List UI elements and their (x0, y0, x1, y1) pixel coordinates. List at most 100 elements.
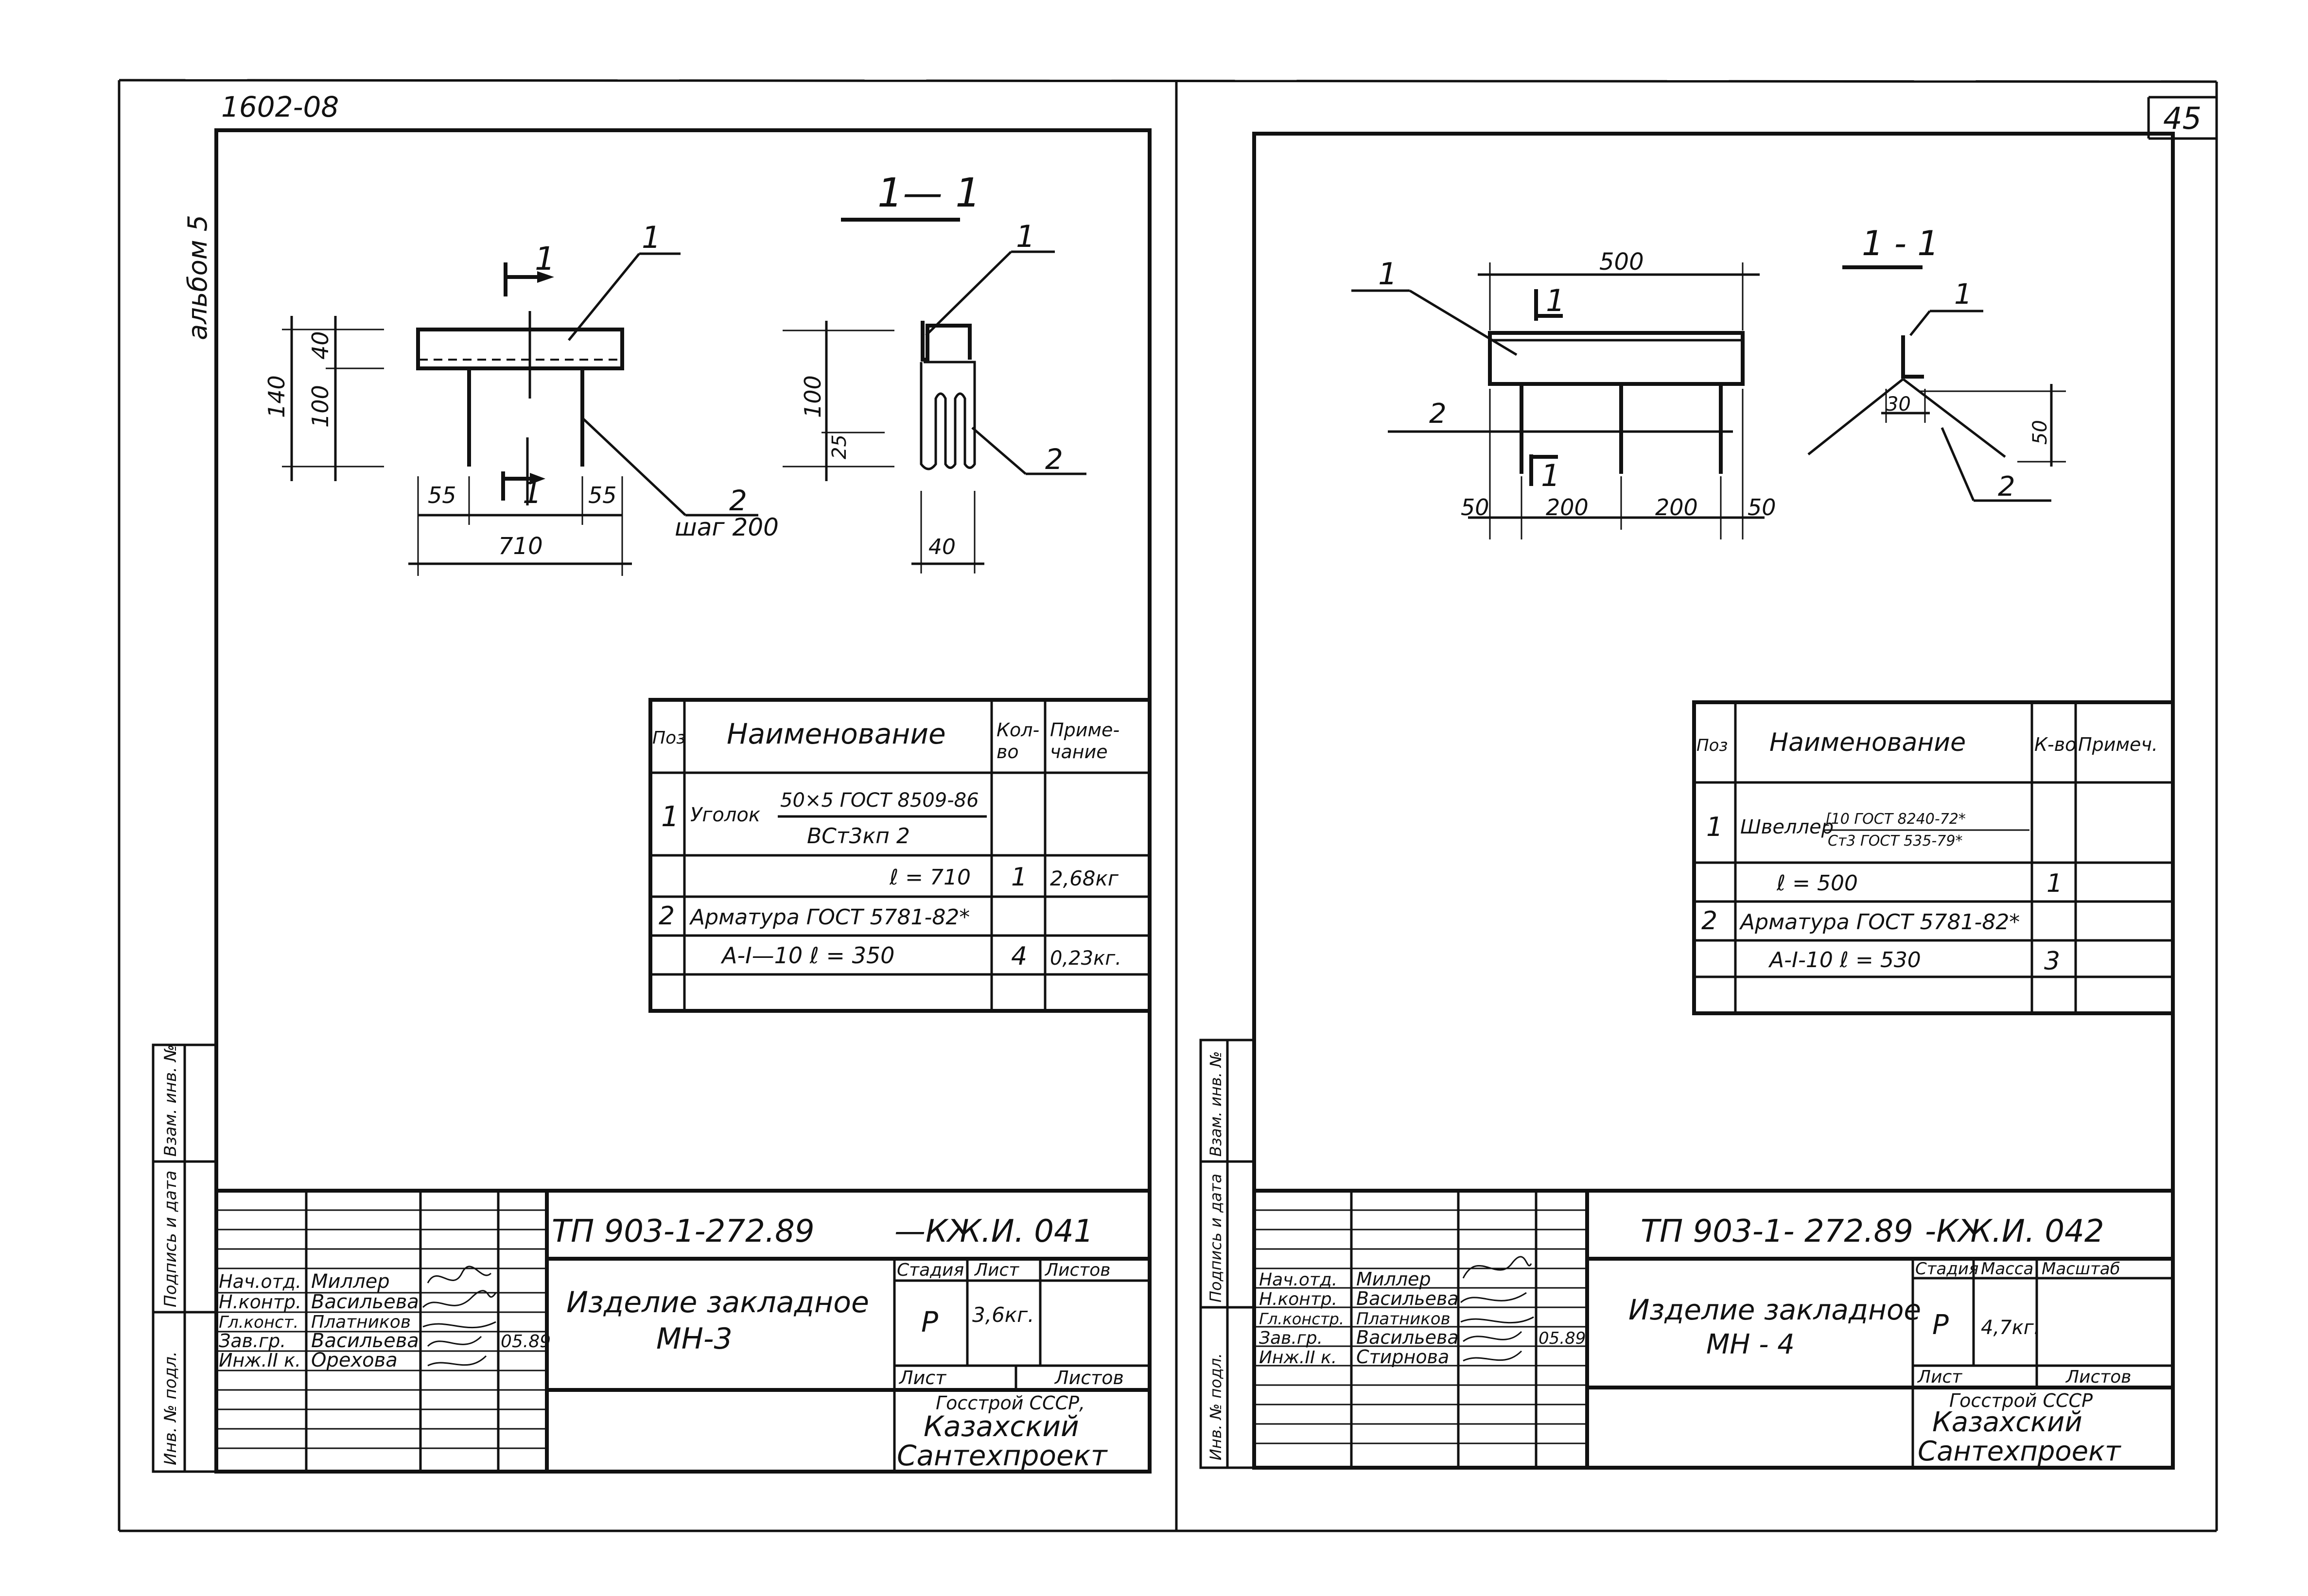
spec-r-head-note: Примеч. (2078, 734, 2158, 755)
title-block-right: ТП 903-1- 272.89 -КЖ.И. 042 Нач.отд. Мил… (1254, 1189, 2173, 1468)
pos-marker-2: 2 (729, 484, 747, 517)
front-view-mn4: 500 50 200 200 50 1 1 1 2 (1351, 248, 1776, 539)
tb-r-name-0: Миллер (1356, 1268, 1431, 1290)
tb-date-3: 05.89 (501, 1332, 551, 1352)
dim-100: 100 (307, 385, 333, 428)
spec-head-note: Приме- (1050, 719, 1119, 741)
dim-55b: 55 (588, 482, 617, 508)
spec-r-r1-frac-top: [10 ГОСТ 8240-72* (1825, 811, 1966, 828)
side-stamp-right: Инв. № подл. Подпись и дата Взам. инв. № (1199, 1039, 1256, 1469)
spec-head-qty-2: во (997, 741, 1019, 763)
sec-dim-25: 25 (828, 434, 851, 459)
tb-r-title-line2: МН - 4 (1706, 1329, 1795, 1360)
album-label: альбом 5 (182, 215, 213, 340)
sheet-left: Инв. № подл. Подпись и дата Взам. инв. №… (152, 128, 1152, 1474)
section-title-r: 1 - 1 (1862, 224, 1939, 263)
tb-r-role-1: Н.контр. (1259, 1289, 1337, 1309)
title-block-left: ТП 903-1-272.89 —КЖ.И. 041 Нач.отд. Милл… (216, 1189, 1150, 1472)
tb-r-org-line1: Госстрой СССР (1949, 1390, 2093, 1411)
tb-role-1: Н.контр. (219, 1291, 301, 1313)
signature-mark-r (1460, 1256, 1534, 1362)
dim-200b: 200 (1655, 494, 1698, 520)
tb-role-3: Зав.гр. (219, 1330, 286, 1352)
spec-r-head-pos: Поз (1696, 736, 1728, 755)
pos-marker-1-r: 1 (1378, 256, 1397, 292)
spec-r-r1-pos: 1 (1706, 812, 1723, 842)
tb-doc-code: ТП 903-1-272.89 (552, 1214, 815, 1249)
tb-sheet-label2: Лист (898, 1367, 947, 1388)
tb-r-mass: 4,7кг. (1981, 1317, 2040, 1339)
spec-r-r2-name: ℓ = 500 (1776, 871, 1858, 896)
tb-name-0: Миллер (311, 1270, 390, 1293)
section-view-mn4: 1 - 1 1 2 30 50 (1807, 224, 2066, 503)
side-podpis: Подпись и дата (161, 1170, 180, 1307)
spec-r4-name: А-I—10 ℓ = 350 (720, 942, 894, 969)
cut-marker-a: 1 (535, 240, 555, 278)
spec-r4-qty: 4 (1011, 942, 1027, 971)
dim-40: 40 (307, 331, 333, 360)
tb-name-4: Орехова (311, 1349, 398, 1371)
spec-head-pos: Поз (652, 728, 685, 748)
dim-500: 500 (1599, 248, 1644, 276)
spec-r4-note: 0,23кг. (1050, 947, 1121, 970)
spec-r2-name: ℓ = 710 (889, 865, 971, 890)
tb-r-name-3: Васильева (1356, 1327, 1459, 1348)
tb-mass: 3,6кг. (972, 1303, 1034, 1327)
sec-dim-50: 50 (2029, 420, 2051, 445)
dim-200a: 200 (1546, 494, 1589, 520)
spec-r1-frac-top: 50×5 ГОСТ 8509-86 (780, 789, 979, 812)
tb-r-date-3: 05.89 (1539, 1329, 1586, 1348)
sec-pos-2-r: 2 (1998, 471, 2015, 503)
spec-r2-qty: 1 (1011, 863, 1027, 892)
tb-title-line1: Изделие закладное (566, 1285, 869, 1319)
tb-title-line2: МН-3 (656, 1322, 733, 1356)
side-vzam: Взам. инв. № (161, 1044, 180, 1157)
spec-r-r4-qty: 3 (2044, 947, 2060, 976)
tb-sheets-label: Листов (1044, 1260, 1110, 1280)
album-code: 1602-08 (221, 90, 339, 123)
tb-r-name-2: Платников (1356, 1309, 1451, 1329)
tb-stage: Р (921, 1305, 938, 1338)
sec-pos-1-r: 1 (1954, 278, 1972, 311)
page-number: 45 (2163, 101, 2202, 136)
spec-r-r3-name: Арматура ГОСТ 5781-82* (1739, 910, 2020, 935)
side-inv-podl: Инв. № подл. (161, 1351, 180, 1465)
tb-name-3: Васильева (311, 1330, 419, 1352)
tb-doc-suffix: —КЖ.И. 041 (894, 1214, 1093, 1249)
tb-org-line3: Сантехпроект (897, 1439, 1108, 1472)
section-title: 1— 1 (877, 170, 980, 216)
tb-r-role-3: Зав.гр. (1259, 1328, 1323, 1348)
dim-50b: 50 (1748, 494, 1776, 520)
tb-name-2: Платников (311, 1312, 411, 1332)
tb-r-title-line1: Изделие закладное (1628, 1293, 1921, 1326)
tb-sheet-label: Лист (974, 1260, 1019, 1280)
side-stamp-left: Инв. № подл. Подпись и дата Взам. инв. № (152, 1043, 218, 1473)
dim-50a: 50 (1461, 494, 1489, 520)
sec-pos-1: 1 (1016, 219, 1035, 254)
tb-r-sheets-label2: Листов (2065, 1367, 2131, 1387)
spec-table-right: Поз Наименование К-во Примеч. 1 Швеллер … (1692, 700, 2175, 1015)
spec-head-note-2: чание (1050, 741, 1108, 763)
spec-r-r1-frac-bottom: Ст3 ГОСТ 535-79* (1828, 833, 1962, 850)
spec-r2-note: 2,68кг (1050, 867, 1119, 890)
front-view-mn3: 1 1 1 2 шаг 200 140 40 100 (263, 220, 779, 576)
cut-marker-b-r: 1 (1541, 458, 1560, 493)
pos-marker-1: 1 (642, 220, 661, 255)
tb-role-4: Инж.II к. (219, 1350, 301, 1371)
tb-r-sheet-label2: Лист (1917, 1367, 1962, 1387)
tb-r-scale-label: Масштаб (2042, 1259, 2120, 1279)
step-label: шаг 200 (675, 513, 779, 541)
tb-r-role-4: Инж.II к. (1259, 1348, 1337, 1368)
spec-r-r1-name: Швеллер (1740, 816, 1834, 838)
tb-r-doc-code: ТП 903-1- 272.89 (1641, 1214, 1913, 1249)
spec-r-r3-pos: 2 (1701, 906, 1717, 936)
cut-marker-b: 1 (523, 475, 542, 510)
dim-710: 710 (498, 533, 543, 560)
tb-r-name-1: Васильева (1356, 1288, 1459, 1309)
tb-role-0: Нач.отд. (219, 1271, 301, 1292)
tb-r-stage-label: Стадия (1915, 1259, 1978, 1279)
page-number-box: 45 (2147, 96, 2217, 140)
sec-dim-100: 100 (800, 375, 826, 418)
tb-org-line2: Казахский (924, 1410, 1079, 1443)
tb-sheets-label2: Листов (1054, 1367, 1124, 1388)
